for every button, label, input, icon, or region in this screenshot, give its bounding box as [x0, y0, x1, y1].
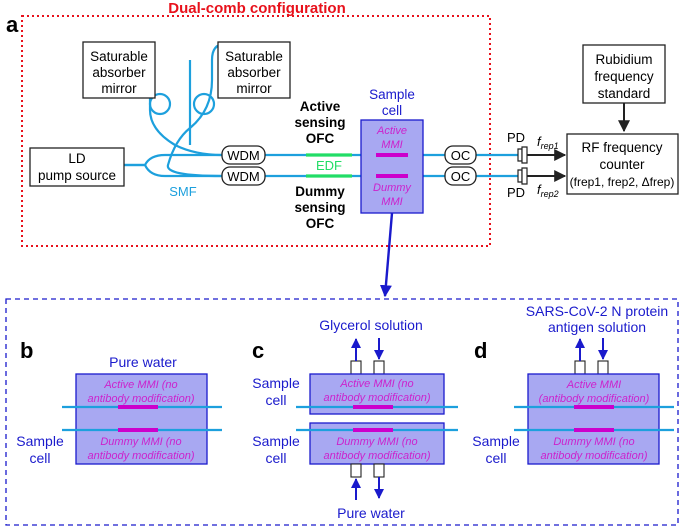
svg-text:cell: cell	[29, 450, 50, 466]
panel-c-bottom-ports	[350, 463, 385, 500]
svg-text:Sample: Sample	[369, 87, 415, 102]
svg-text:OC: OC	[451, 148, 471, 163]
svg-text:Active MMI: Active MMI	[566, 379, 621, 391]
zoom-arrow	[379, 212, 394, 298]
saturable-absorber-mirror-1: Saturable absorber mirror	[82, 41, 156, 99]
dual-comb-frame	[21, 15, 491, 247]
svg-text:absorber: absorber	[92, 65, 146, 80]
svg-text:PD: PD	[507, 130, 525, 145]
svg-text:cell: cell	[485, 450, 506, 466]
panel-d-sample-cell: Active MMI (antibody modification) Dummy…	[514, 373, 674, 465]
svg-text:Dummy MMI (no: Dummy MMI (no	[553, 436, 634, 448]
svg-text:MMI: MMI	[381, 139, 402, 151]
svg-text:Active: Active	[376, 125, 407, 137]
svg-text:antibody modification): antibody modification)	[540, 450, 647, 462]
svg-text:OC: OC	[451, 169, 471, 184]
svg-text:antibody modification): antibody modification)	[323, 392, 430, 404]
svg-text:SARS-CoV-2 N protein: SARS-CoV-2 N protein	[526, 303, 668, 319]
oc-bottom: OC	[444, 166, 477, 186]
rf-frequency-counter: RF frequency counter (frep1, frep2, Δfre…	[566, 133, 679, 195]
svg-text:mirror: mirror	[236, 81, 272, 96]
svg-text:Rubidium: Rubidium	[595, 52, 652, 67]
svg-text:cell: cell	[382, 103, 402, 118]
svg-text:antibody modification): antibody modification)	[87, 450, 194, 462]
svg-text:counter: counter	[599, 157, 645, 172]
svg-text:Saturable: Saturable	[225, 49, 283, 64]
panel-c-label: c	[252, 338, 264, 363]
panel-b-label: b	[20, 338, 33, 363]
svg-text:LD: LD	[68, 151, 86, 166]
frep1-label: frep1	[537, 134, 559, 151]
panel-d-sample-cell-label: Sample cell	[472, 433, 520, 466]
svg-text:Saturable: Saturable	[90, 49, 148, 64]
saturable-absorber-mirror-2: Saturable absorber mirror	[217, 41, 291, 99]
panel-c-sample-cell-top: Sample cell	[252, 375, 300, 408]
panel-c-top-ports	[350, 338, 385, 375]
panel-b-sample-cell: Active MMI (no antibody modification) Du…	[62, 373, 222, 465]
svg-text:RF frequency: RF frequency	[581, 140, 662, 155]
svg-text:Dummy MMI (no: Dummy MMI (no	[100, 436, 181, 448]
smf-label: SMF	[169, 184, 197, 199]
panel-c-pure-water: Pure water	[337, 505, 405, 521]
svg-text:WDM: WDM	[227, 148, 260, 163]
panel-c-dummy-cell: Dummy MMI (no antibody modification)	[296, 422, 458, 465]
svg-text:Dummy MMI (no: Dummy MMI (no	[336, 436, 417, 448]
panel-c-sample-cell-bottom: Sample cell	[252, 433, 300, 466]
panel-a-label: a	[6, 12, 19, 37]
svg-text:Sample: Sample	[252, 375, 300, 391]
frep2-label: frep2	[537, 182, 559, 199]
panel-c-glycerol: Glycerol solution	[319, 317, 423, 333]
svg-text:Active MMI (no: Active MMI (no	[103, 379, 177, 391]
edf-fiber	[306, 153, 352, 178]
panel-d-ports	[574, 338, 609, 375]
svg-text:Dummy: Dummy	[373, 182, 412, 194]
panel-d-antigen-label: SARS-CoV-2 N protein antigen solution	[526, 303, 668, 335]
dummy-sensing-ofc-label: Dummy sensing OFC	[294, 184, 345, 231]
svg-text:Active MMI (no: Active MMI (no	[339, 378, 413, 390]
panel-b-sample-cell-label: Sample cell	[16, 433, 64, 466]
svg-text:pump source: pump source	[38, 168, 116, 183]
active-sensing-ofc-label: Active sensing OFC	[294, 99, 345, 146]
svg-text:antigen solution: antigen solution	[548, 319, 646, 335]
svg-text:absorber: absorber	[227, 65, 281, 80]
svg-text:frequency: frequency	[594, 69, 654, 84]
svg-text:PD: PD	[507, 185, 525, 200]
measurement-frame	[5, 298, 679, 526]
svg-text:sensing: sensing	[294, 200, 345, 215]
svg-text:OFC: OFC	[306, 216, 335, 231]
wdm-bottom: WDM	[221, 166, 266, 186]
ld-pump-source: LD pump source	[29, 147, 125, 187]
dual-comb-title: Dual-comb configuration	[168, 0, 346, 17]
svg-text:(antibody modification): (antibody modification)	[539, 393, 650, 405]
svg-text:cell: cell	[265, 392, 286, 408]
panel-c-active-cell: Active MMI (no antibody modification)	[296, 373, 458, 415]
svg-text:OFC: OFC	[306, 131, 335, 146]
svg-text:cell: cell	[265, 450, 286, 466]
edf-label: EDF	[316, 158, 342, 173]
svg-text:sensing: sensing	[294, 115, 345, 130]
svg-text:MMI: MMI	[381, 196, 402, 208]
svg-text:Active: Active	[300, 99, 341, 114]
panel-b-pure-water: Pure water	[109, 354, 177, 370]
svg-text:mirror: mirror	[101, 81, 137, 96]
pd-bottom: PD	[507, 167, 528, 200]
pd-top: PD	[507, 130, 528, 164]
svg-text:Sample: Sample	[252, 433, 300, 449]
panel-d-label: d	[474, 338, 487, 363]
wdm-top: WDM	[221, 145, 266, 165]
svg-text:Sample: Sample	[16, 433, 64, 449]
svg-text:WDM: WDM	[227, 169, 260, 184]
svg-text:antibody modification): antibody modification)	[323, 450, 430, 462]
svg-text:Sample: Sample	[472, 433, 520, 449]
oc-top: OC	[444, 145, 477, 165]
sample-cell-a: Sample cell Active MMI Dummy MMI	[360, 87, 424, 214]
svg-text:standard: standard	[598, 86, 651, 101]
svg-text:Dummy: Dummy	[295, 184, 345, 199]
rubidium-frequency-standard: Rubidium frequency standard	[582, 44, 666, 104]
svg-text:antibody modification): antibody modification)	[87, 393, 194, 405]
rf-counter-params: (frep1, frep2, Δfrep)	[570, 175, 675, 189]
